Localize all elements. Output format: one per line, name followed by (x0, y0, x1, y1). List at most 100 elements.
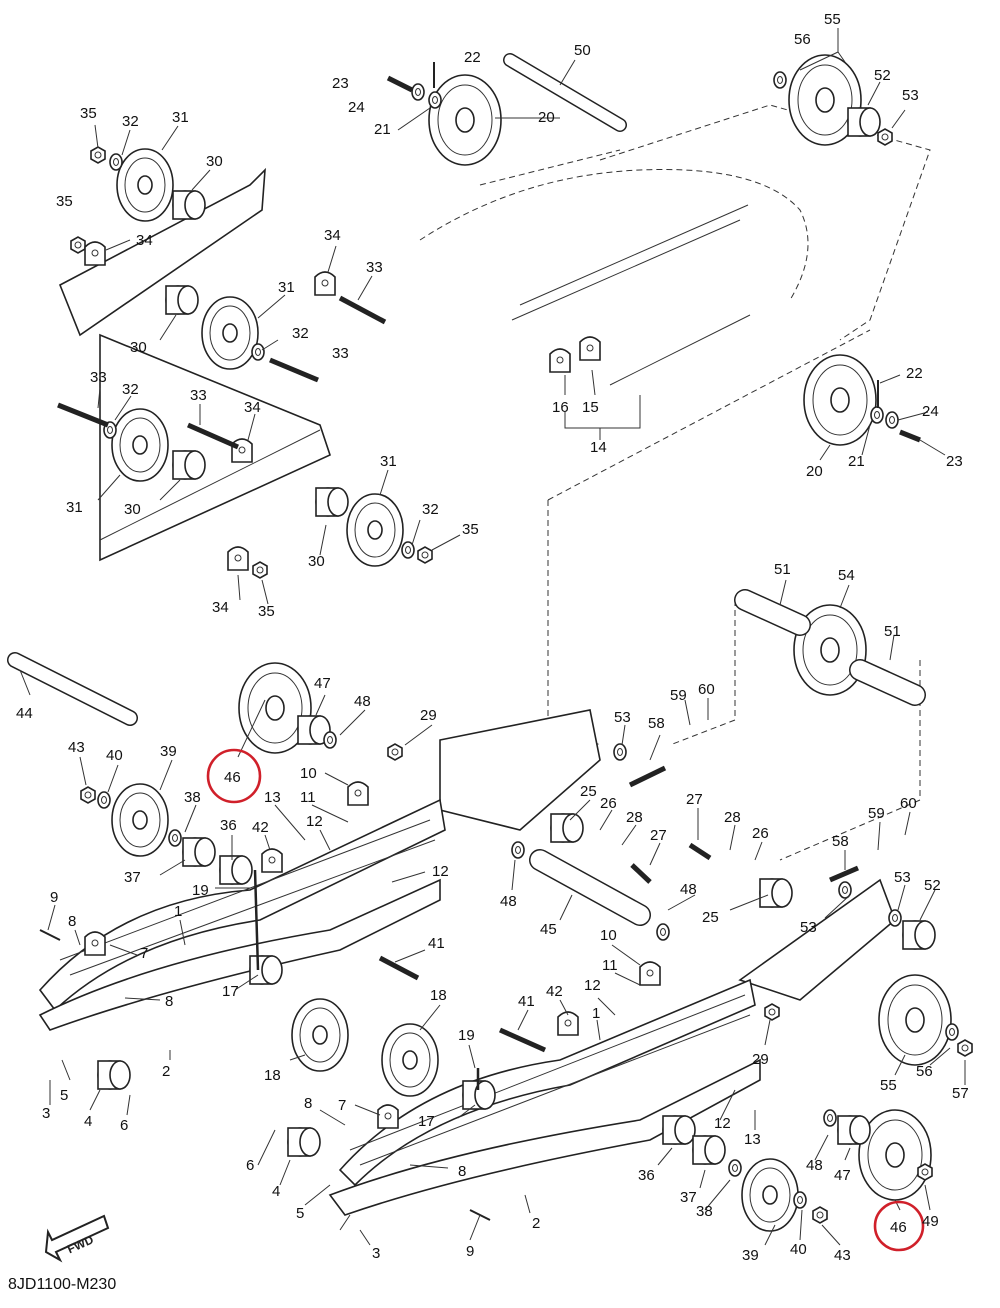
callout: 13 (744, 1131, 761, 1148)
callout: 59 (868, 805, 885, 822)
callout: 23 (332, 75, 349, 92)
callout: 41 (428, 935, 445, 952)
callout: 31 (278, 279, 295, 296)
callout: 32 (292, 325, 309, 342)
callout: 12 (714, 1115, 731, 1132)
callout: 32 (122, 113, 139, 130)
callout: 30 (206, 153, 223, 170)
callout: 17 (222, 983, 239, 1000)
callout: 52 (924, 877, 941, 894)
callout: 9 (466, 1243, 474, 1260)
bush-30-c (172, 450, 206, 480)
callout: 32 (122, 381, 139, 398)
callout: 20 (538, 109, 555, 126)
washer-38-a (168, 829, 182, 847)
callout: 7 (140, 945, 148, 962)
callout: 34 (324, 227, 341, 244)
callout: 3 (42, 1105, 50, 1122)
bush-4-a (97, 1060, 131, 1090)
bracket-42-a (261, 848, 283, 873)
callout: 56 (794, 31, 811, 48)
callout: 36 (638, 1167, 655, 1184)
wheel-39-a (111, 783, 169, 857)
callout: 19 (458, 1027, 475, 1044)
shaft-51-a (734, 589, 811, 636)
callout: 8 (68, 913, 76, 930)
highlight-circle-46-b (873, 1200, 925, 1252)
callout: 48 (500, 893, 517, 910)
nut-29-a (387, 743, 403, 761)
washer-53-d (888, 909, 902, 927)
wheel-20-b (803, 354, 877, 446)
callout: 57 (952, 1085, 969, 1102)
callout: 41 (518, 993, 535, 1010)
callout: 11 (602, 957, 618, 974)
bush-25-b (759, 878, 793, 908)
callout: 11 (300, 789, 316, 806)
callout: 26 (752, 825, 769, 842)
callout: 45 (540, 921, 557, 938)
callout: 19 (192, 882, 209, 899)
bush-36-b (662, 1115, 696, 1145)
callout: 28 (626, 809, 643, 826)
callout: 37 (124, 869, 141, 886)
bracket-34-c (231, 438, 253, 463)
callout: 29 (752, 1051, 769, 1068)
nut-43-a (80, 786, 96, 804)
callout: 34 (212, 599, 229, 616)
callout: 49 (922, 1213, 939, 1230)
callout: 51 (774, 561, 791, 578)
callout: 10 (300, 765, 317, 782)
callout: 30 (308, 553, 325, 570)
rear-arm-frame (439, 709, 896, 1001)
callout: 58 (648, 715, 665, 732)
bolts (39, 62, 921, 1221)
callout: 8 (458, 1163, 466, 1180)
leader-lines (19, 28, 966, 1246)
nut-35-d (252, 561, 268, 579)
wheel-31-a (116, 148, 174, 222)
callout: 40 (106, 747, 123, 764)
callout: 34 (136, 232, 153, 249)
callout: 24 (348, 99, 365, 116)
callout: 46 (890, 1219, 907, 1236)
callout: 6 (120, 1117, 128, 1134)
upper-rail-frame (58, 167, 331, 562)
callout: 51 (884, 623, 901, 640)
washer-32-b (251, 343, 265, 361)
callout: 12 (432, 863, 449, 880)
callout: 39 (160, 743, 177, 760)
callout: 32 (422, 501, 439, 518)
callout: 40 (790, 1241, 807, 1258)
callout: 50 (574, 42, 591, 59)
callout: 52 (874, 67, 891, 84)
bush-30-a (172, 190, 206, 220)
bracket-34-d (227, 546, 249, 571)
bush-4-b (287, 1127, 321, 1157)
shaft-51-b (849, 659, 926, 706)
callout: 5 (296, 1205, 304, 1222)
washer-21-b (870, 406, 884, 424)
callout: 2 (162, 1063, 170, 1080)
callout: 54 (838, 567, 855, 584)
highlight-circle-46-a (206, 748, 262, 804)
callout: 4 (272, 1183, 280, 1200)
nut-35-c (417, 546, 433, 564)
callout: 4 (84, 1113, 92, 1130)
wheel-20-a (428, 74, 502, 166)
nut-43-b (812, 1206, 828, 1224)
callout: 35 (462, 521, 479, 538)
callout: 26 (600, 795, 617, 812)
callout: 22 (906, 365, 923, 382)
callout: 33 (90, 369, 107, 386)
callout: 27 (686, 791, 703, 808)
callout: 47 (834, 1167, 851, 1184)
nut-29-b (764, 1003, 780, 1021)
washer-21-a (428, 91, 442, 109)
callout: 27 (650, 827, 667, 844)
washer-48-c (656, 923, 670, 941)
washer-48-a (323, 731, 337, 749)
callout: 58 (832, 833, 849, 850)
callout: 6 (246, 1157, 254, 1174)
callout: 38 (696, 1203, 713, 1220)
